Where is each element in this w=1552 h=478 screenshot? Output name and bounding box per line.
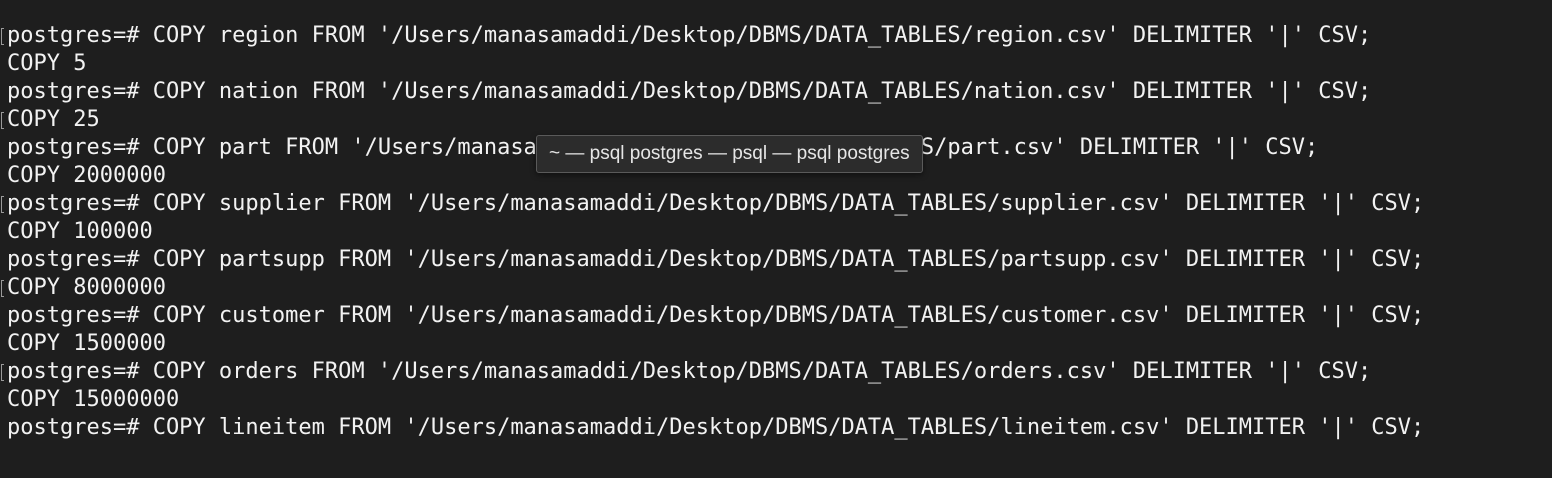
line-marker-icon	[1, 280, 4, 297]
line-text: postgres=# COPY lineitem FROM '/Users/ma…	[7, 415, 1425, 440]
line-text: COPY 15000000	[7, 387, 180, 412]
line-text: COPY 25	[7, 107, 100, 132]
terminal-line: postgres=# COPY lineitem FROM '/Users/ma…	[0, 414, 1424, 442]
line-marker-icon	[1, 28, 4, 45]
line-text: COPY 2000000	[7, 163, 166, 188]
window-title-tooltip: ~ — psql postgres — psql — psql postgres	[536, 135, 923, 173]
terminal-line: COPY 1500000	[0, 330, 1424, 358]
terminal-line: COPY 25	[0, 106, 1424, 134]
line-text: postgres=# COPY partsupp FROM '/Users/ma…	[7, 247, 1425, 272]
terminal-line: COPY 15000000	[0, 386, 1424, 414]
terminal-line: postgres=# COPY orders FROM '/Users/mana…	[0, 358, 1424, 386]
line-text: postgres=# COPY region FROM '/Users/mana…	[7, 23, 1372, 48]
line-text: postgres=# COPY nation FROM '/Users/mana…	[7, 79, 1372, 104]
line-text: COPY 5	[7, 51, 87, 76]
line-text: COPY 1500000	[7, 331, 166, 356]
line-text: COPY 8000000	[7, 275, 166, 300]
terminal-line: postgres=# COPY supplier FROM '/Users/ma…	[0, 190, 1424, 218]
terminal-line: COPY 2000000	[0, 162, 1424, 190]
terminal-line: COPY 100000	[0, 218, 1424, 246]
terminal-line: postgres=# COPY region FROM '/Users/mana…	[0, 22, 1424, 50]
line-text: postgres=# COPY orders FROM '/Users/mana…	[7, 359, 1372, 384]
terminal-line: postgres=# COPY nation FROM '/Users/mana…	[0, 78, 1424, 106]
line-text: COPY 100000	[7, 219, 153, 244]
line-text: postgres=# COPY customer FROM '/Users/ma…	[7, 303, 1425, 328]
terminal-line: COPY 5	[0, 50, 1424, 78]
line-marker-icon	[1, 112, 4, 129]
terminal-output: postgres=# COPY region FROM '/Users/mana…	[0, 22, 1424, 442]
terminal-line: postgres=# COPY customer FROM '/Users/ma…	[0, 302, 1424, 330]
terminal-line: postgres=# COPY partsupp FROM '/Users/ma…	[0, 246, 1424, 274]
line-text: postgres=# COPY supplier FROM '/Users/ma…	[7, 191, 1425, 216]
line-marker-icon	[1, 196, 4, 213]
line-marker-icon	[1, 364, 4, 381]
terminal-line: COPY 8000000	[0, 274, 1424, 302]
